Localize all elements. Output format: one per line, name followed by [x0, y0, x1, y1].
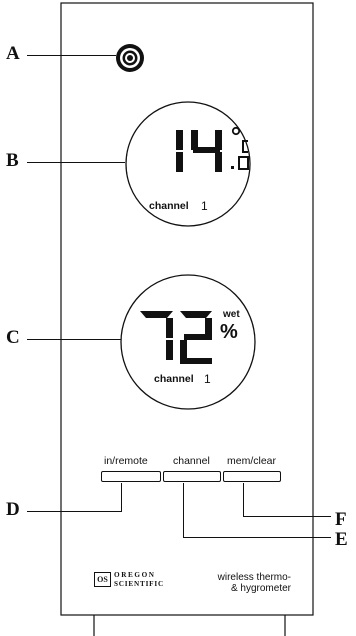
description-line1: wireless thermo- [217, 572, 291, 583]
mem-clear-button[interactable] [223, 471, 281, 482]
degree-icon [231, 126, 241, 136]
temperature-decimal-digit [238, 156, 249, 170]
callout-c: C [6, 327, 20, 348]
leader-f-horizontal [243, 516, 331, 518]
humidity-display [120, 274, 256, 410]
celsius-segment-icon [242, 140, 248, 153]
temperature-digit-4 [191, 130, 222, 172]
leader-c [27, 339, 121, 341]
temperature-channel-label: channel [149, 200, 189, 212]
in-remote-label: in/remote [104, 455, 148, 467]
brand-line1: OREGON [114, 571, 156, 579]
humidity-channel-number: 1 [204, 372, 211, 386]
leader-d-horizontal [27, 511, 122, 513]
os-logo-icon: OS [94, 572, 111, 587]
leader-a [27, 55, 116, 57]
temperature-channel-number: 1 [201, 199, 208, 213]
brand-line2: SCIENTIFIC [114, 580, 164, 588]
in-remote-button[interactable] [101, 471, 161, 482]
callout-f: F [335, 509, 347, 530]
leader-d-vertical [121, 483, 123, 512]
callout-d: D [6, 499, 20, 520]
channel-label: channel [173, 455, 210, 467]
callout-a: A [6, 43, 20, 64]
humidity-channel-label: channel [154, 373, 194, 385]
humidity-digit-7 [140, 311, 173, 360]
humidity-wet-label: wet [223, 309, 240, 320]
leader-b [27, 162, 125, 164]
leader-e-vertical [183, 483, 185, 538]
leader-f-vertical [243, 483, 245, 517]
temperature-digit-1 [176, 130, 183, 172]
decimal-point [231, 166, 234, 169]
callout-e: E [335, 529, 348, 550]
product-description: wireless thermo- & hygrometer [188, 572, 291, 594]
mem-clear-label: mem/clear [227, 455, 277, 467]
humidity-percent-unit: % [220, 321, 238, 343]
leader-e-horizontal [183, 537, 331, 539]
wireless-signal-icon [116, 44, 144, 72]
channel-button[interactable] [163, 471, 221, 482]
description-line2: & hygrometer [230, 583, 291, 594]
callout-b: B [6, 150, 19, 171]
humidity-digit-2 [180, 311, 212, 364]
